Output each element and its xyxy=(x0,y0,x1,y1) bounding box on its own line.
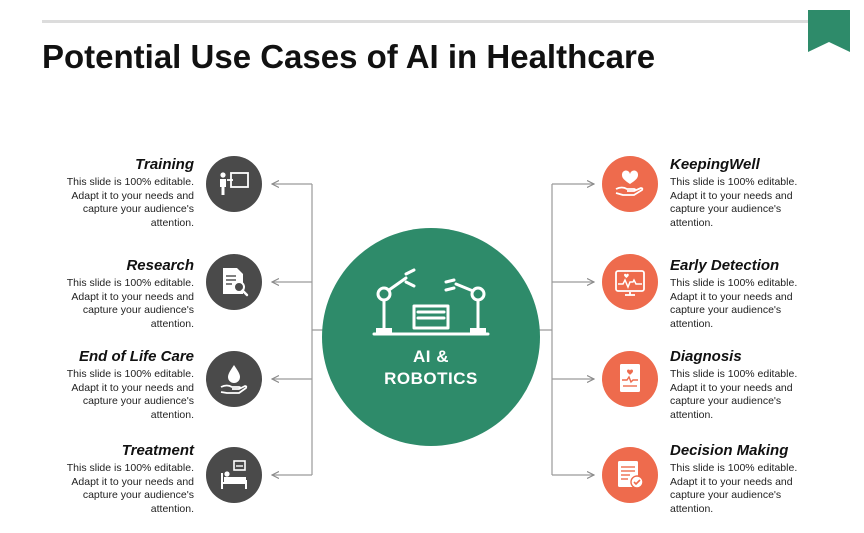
left-item-end-of-life-care: End of Life Care This slide is 100% edit… xyxy=(44,347,194,422)
item-description: This slide is 100% editable. Adapt it to… xyxy=(670,368,798,421)
early-detection-node xyxy=(602,254,658,310)
left-item-research: Research This slide is 100% editable. Ad… xyxy=(44,256,194,331)
report-check-icon xyxy=(618,461,644,489)
right-item-keeping-well: KeepingWell This slide is 100% editable.… xyxy=(670,155,820,230)
item-title: End of Life Care xyxy=(78,348,194,365)
center-label-line1: AI & xyxy=(413,347,449,366)
right-item-early-detection: Early Detection This slide is 100% edita… xyxy=(670,256,820,331)
research-node xyxy=(206,254,262,310)
item-description: This slide is 100% editable. Adapt it to… xyxy=(66,176,194,229)
item-title: Research xyxy=(126,257,194,274)
item-description: This slide is 100% editable. Adapt it to… xyxy=(66,462,194,515)
heart-monitor-icon xyxy=(615,270,645,296)
decision-making-node xyxy=(602,447,658,503)
item-title: Decision Making xyxy=(670,442,789,459)
center-label-line2: ROBOTICS xyxy=(384,369,478,388)
right-item-decision-making: Decision Making This slide is 100% edita… xyxy=(670,441,820,516)
left-item-training: Training This slide is 100% editable. Ad… xyxy=(44,155,194,230)
medical-chart-icon xyxy=(620,364,640,392)
end-of-life-care-node xyxy=(206,351,262,407)
item-description: This slide is 100% editable. Adapt it to… xyxy=(670,277,798,330)
diagnosis-node xyxy=(602,351,658,407)
document-search-icon xyxy=(223,268,249,297)
hand-drop-icon xyxy=(220,365,248,394)
top-divider xyxy=(42,20,850,23)
item-title: Treatment xyxy=(121,442,194,459)
item-description: This slide is 100% editable. Adapt it to… xyxy=(66,368,194,421)
keeping-well-node xyxy=(602,156,658,212)
treatment-node xyxy=(206,447,262,503)
item-description: This slide is 100% editable. Adapt it to… xyxy=(670,176,798,229)
item-title: Training xyxy=(135,156,194,173)
left-item-treatment: Treatment This slide is 100% editable. A… xyxy=(44,441,194,516)
presentation-board-icon xyxy=(220,172,249,195)
center-hub: AI & ROBOTICS xyxy=(322,228,540,446)
training-node xyxy=(206,156,262,212)
slide-title: Potential Use Cases of AI in Healthcare xyxy=(42,38,656,75)
robot-arms-icon xyxy=(372,268,490,336)
bookmark-icon xyxy=(808,10,850,52)
item-title: KeepingWell xyxy=(670,156,760,173)
hospital-bed-icon xyxy=(221,460,247,489)
heart-hand-icon xyxy=(615,170,644,196)
item-description: This slide is 100% editable. Adapt it to… xyxy=(66,277,194,330)
right-item-diagnosis: Diagnosis This slide is 100% editable. A… xyxy=(670,347,820,422)
item-title: Early Detection xyxy=(670,257,780,274)
item-description: This slide is 100% editable. Adapt it to… xyxy=(670,462,798,515)
item-title: Diagnosis xyxy=(670,348,742,365)
